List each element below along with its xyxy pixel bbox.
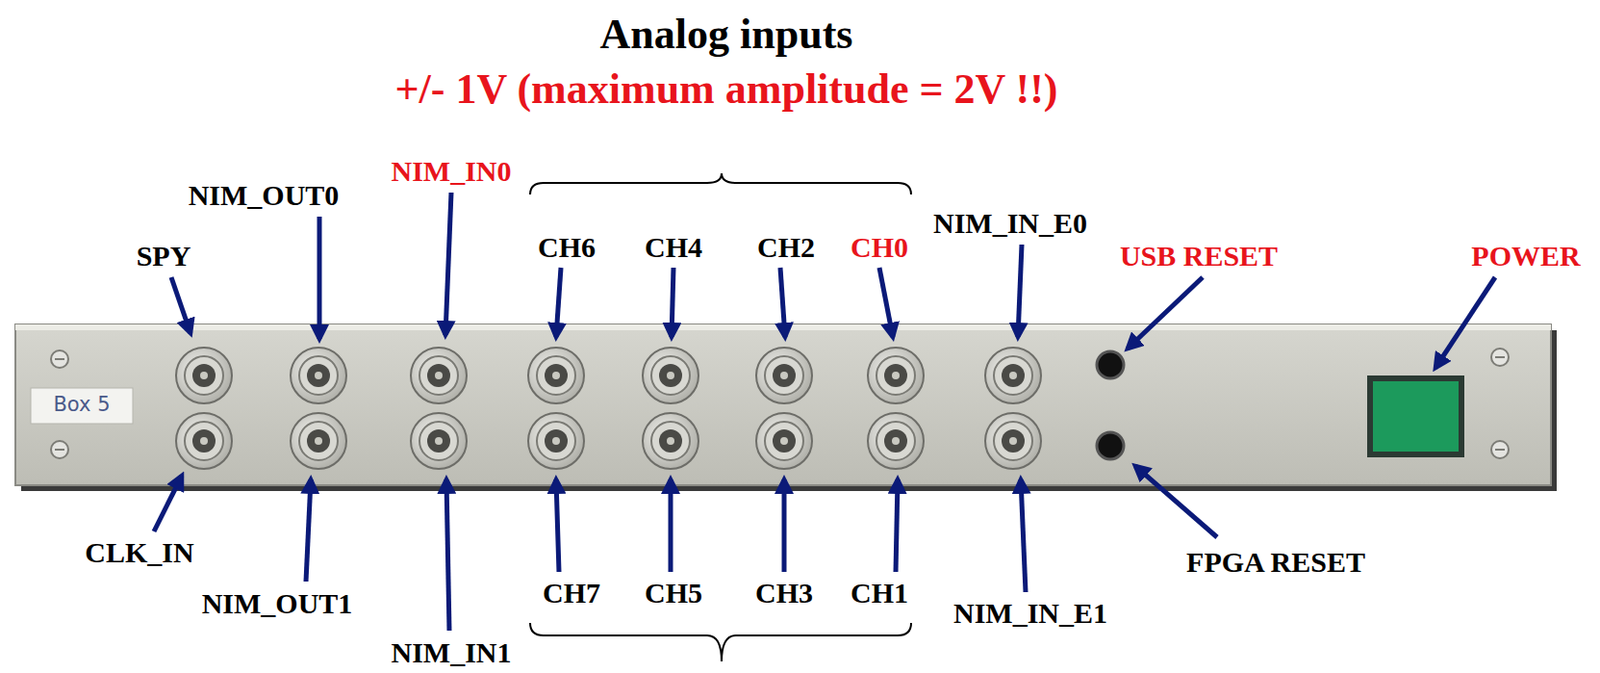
leader-arrow <box>895 479 898 572</box>
channel-label: CH3 <box>755 576 813 609</box>
leader-arrow <box>668 479 674 572</box>
leader-arrow <box>556 267 561 337</box>
channel-label: CH5 <box>644 576 703 609</box>
leader-arrow <box>317 216 323 339</box>
group-brace <box>530 173 912 195</box>
bnc-connector <box>528 347 585 404</box>
screw <box>1491 440 1509 458</box>
bnc-connector <box>756 347 813 404</box>
port-label: NIM_IN_E0 <box>933 206 1088 239</box>
leader-arrow <box>171 277 191 333</box>
button-label: FPGA RESET <box>1186 545 1366 578</box>
push-button <box>1096 351 1124 379</box>
button-label: USB RESET <box>1119 239 1278 272</box>
leader-arrow <box>153 475 182 532</box>
channel-label: CH4 <box>644 230 703 263</box>
power-switch <box>1372 380 1459 452</box>
leader-arrow <box>671 267 674 337</box>
leader-arrow <box>556 479 559 572</box>
bnc-connector <box>867 347 924 404</box>
screw <box>1491 348 1509 366</box>
bnc-connector <box>985 347 1042 404</box>
bnc-connector <box>642 412 699 469</box>
group-brace <box>530 622 912 661</box>
label-sticker <box>30 387 133 424</box>
channel-label: CH2 <box>757 230 815 263</box>
title: Analog inputs <box>600 11 854 58</box>
bnc-connector <box>756 412 813 469</box>
leader-arrow <box>780 267 786 337</box>
port-label: CLK_IN <box>84 535 194 568</box>
leader-arrow <box>445 192 452 335</box>
bnc-connector <box>176 347 232 404</box>
switch-bezel <box>1367 375 1465 458</box>
port-label: NIM_IN0 <box>391 154 512 187</box>
bnc-connector <box>642 347 699 404</box>
switch-label: POWER <box>1471 239 1580 272</box>
port-label: SPY <box>136 239 192 272</box>
leader-arrows <box>153 192 1496 631</box>
leader-arrow <box>446 479 450 631</box>
leader-arrow <box>879 267 893 337</box>
bnc-connector <box>176 412 232 469</box>
subtitle: +/- 1V (maximum amplitude = 2V !!) <box>395 66 1059 113</box>
port-label: NIM_OUT1 <box>202 586 354 619</box>
port-label: NIM_IN_E1 <box>953 596 1108 629</box>
bnc-connector <box>985 412 1042 469</box>
screw <box>50 440 69 458</box>
push-button <box>1096 431 1124 459</box>
screw <box>50 350 69 368</box>
sticker-text: Box 5 <box>52 393 110 416</box>
bnc-connector <box>410 347 467 404</box>
leader-arrow <box>1435 277 1496 368</box>
leader-arrow <box>1020 479 1026 592</box>
bnc-connector <box>867 412 924 469</box>
channel-label: CH7 <box>542 576 601 609</box>
port-label: NIM_OUT0 <box>188 178 340 211</box>
leader-arrow <box>782 479 788 572</box>
port-label: NIM_IN1 <box>391 635 512 668</box>
bnc-connector <box>528 412 585 469</box>
channel-label: CH1 <box>850 576 909 609</box>
leader-arrow <box>1127 277 1203 349</box>
bnc-connector <box>410 412 467 469</box>
channel-label: CH0 <box>850 230 909 263</box>
leader-arrow <box>1017 244 1022 337</box>
channel-label: CH6 <box>537 230 596 263</box>
leader-arrow <box>1135 465 1218 537</box>
front-panel <box>15 324 1551 485</box>
bnc-connector <box>290 347 347 404</box>
bnc-connector <box>290 412 347 469</box>
leader-arrow <box>305 479 311 582</box>
